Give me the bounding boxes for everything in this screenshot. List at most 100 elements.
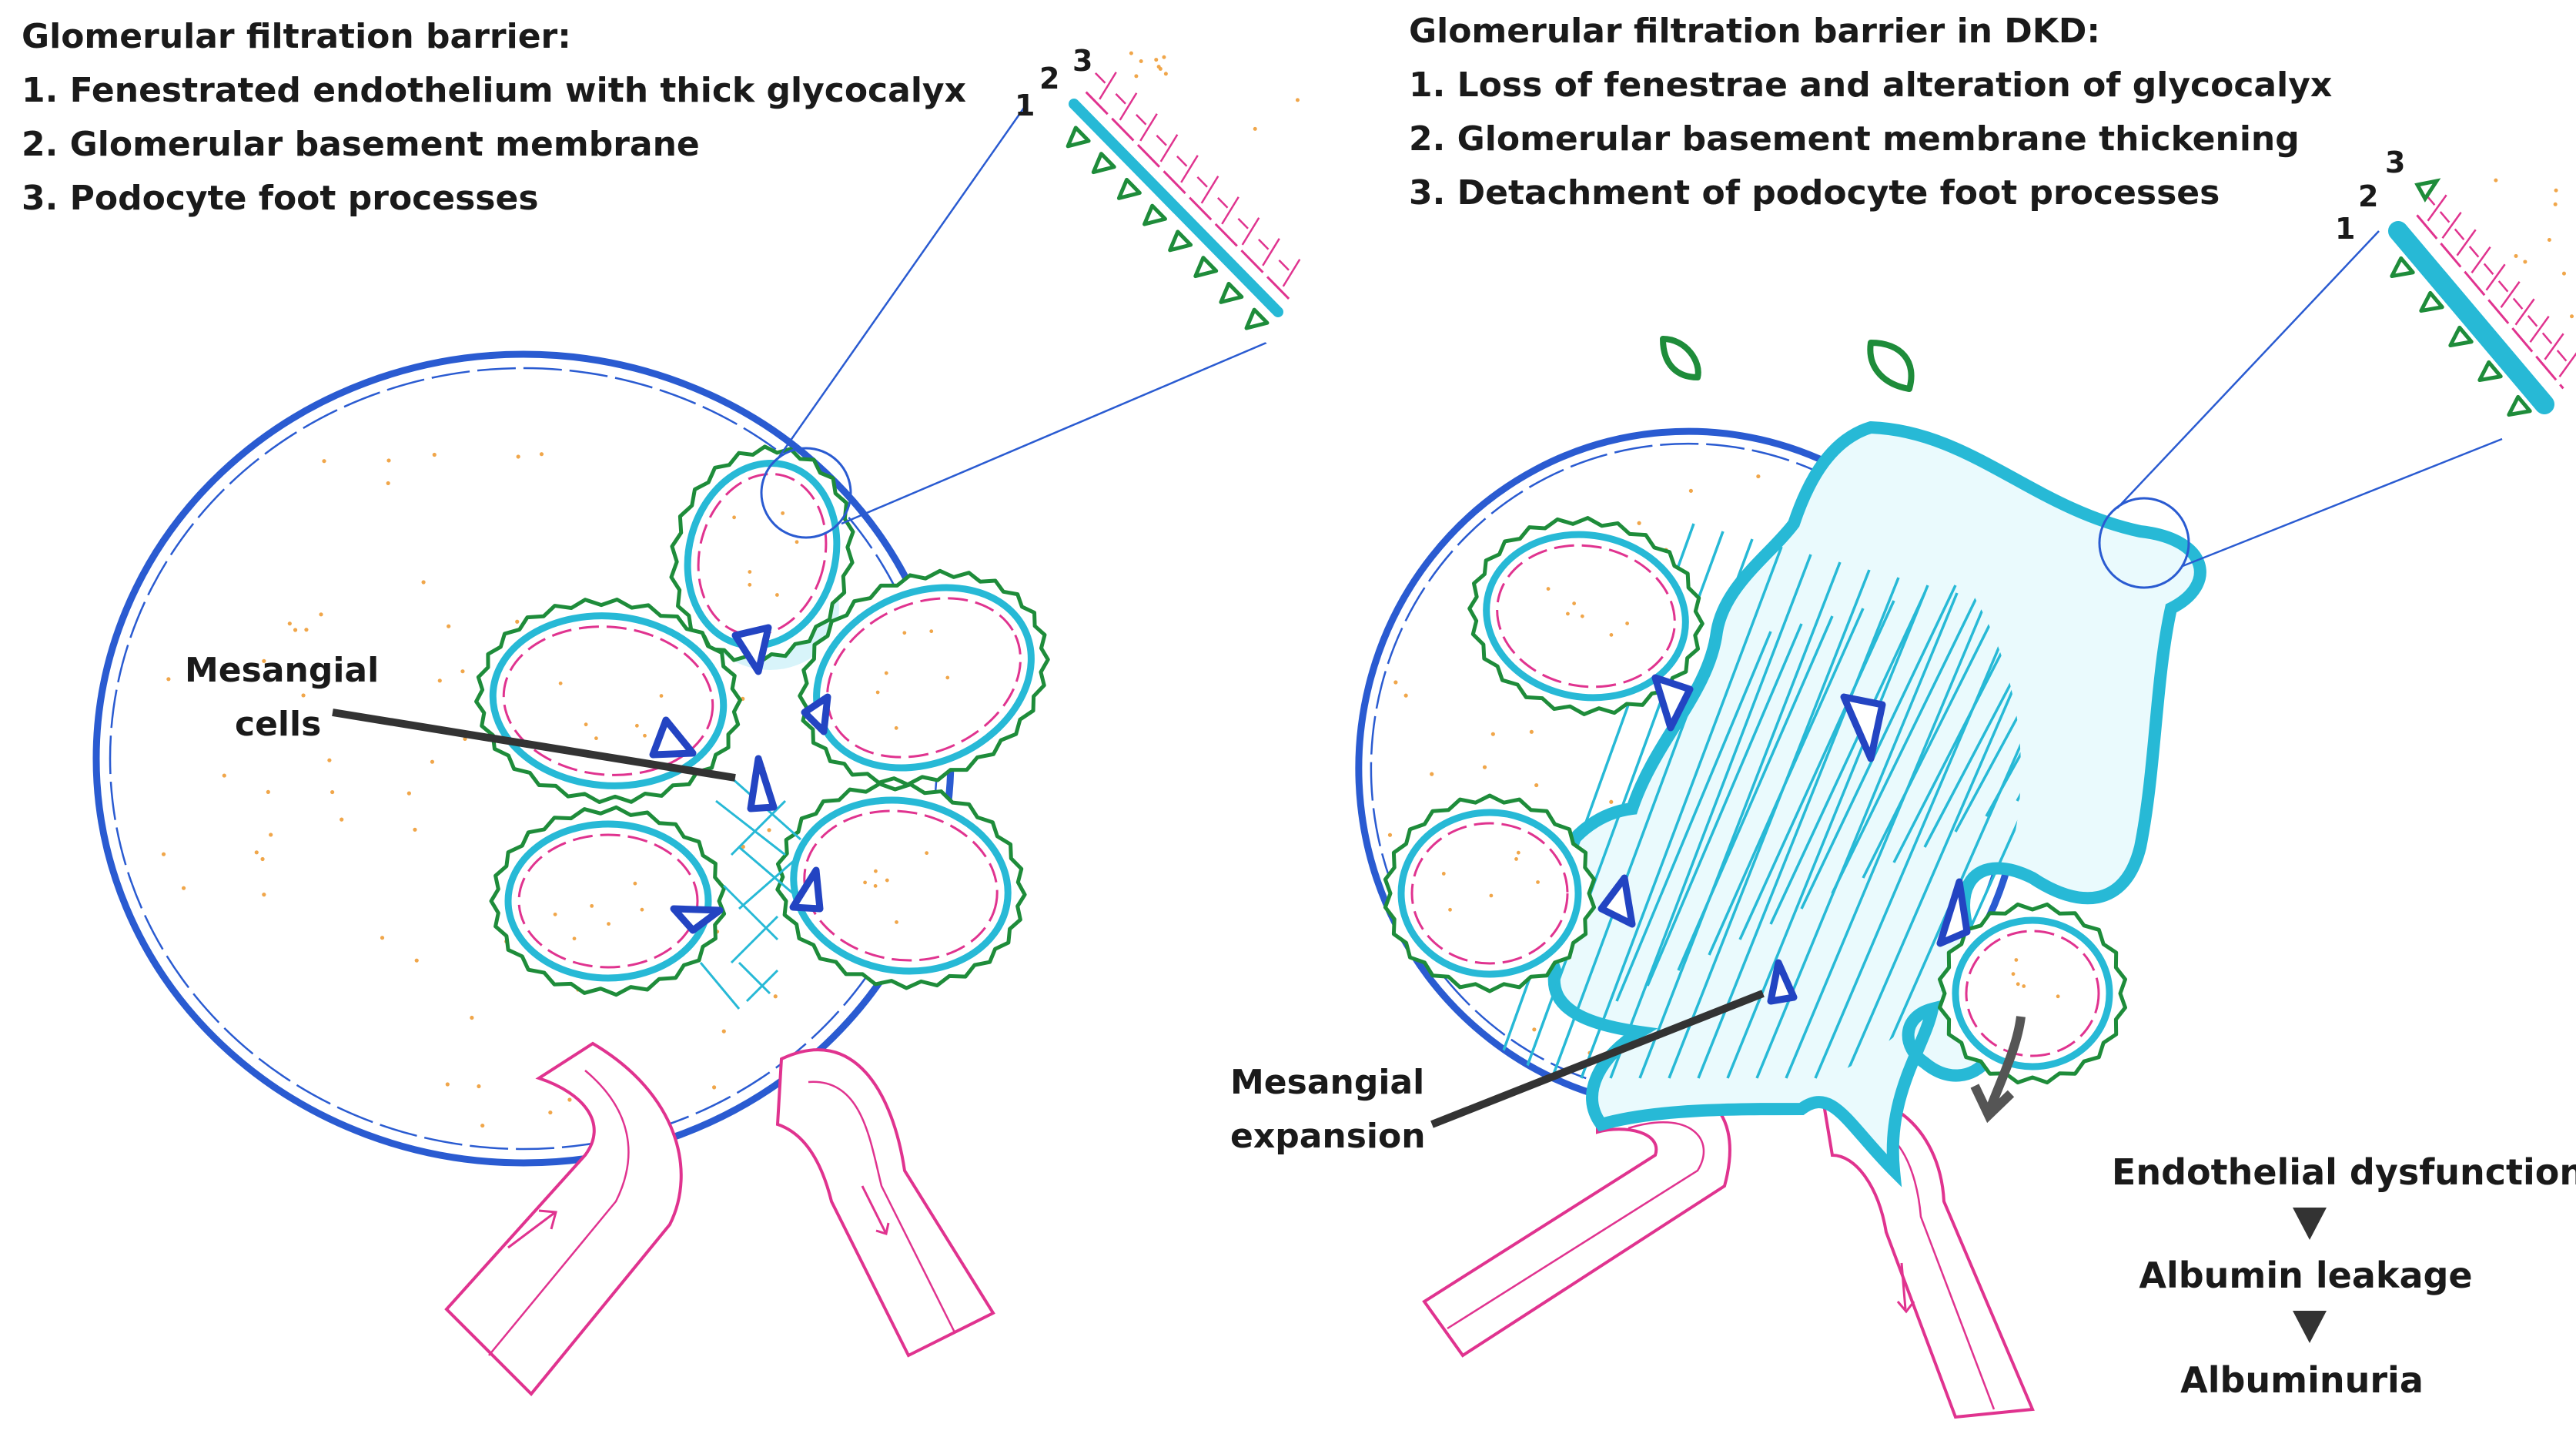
- right-leakage-arrow: [1986, 1016, 2026, 1111]
- hatch-line: [1646, 623, 1803, 987]
- dot: [413, 827, 417, 832]
- right-lobe-lower-left: [1383, 793, 1597, 993]
- dot: [340, 817, 344, 822]
- dot: [480, 1123, 485, 1128]
- dot: [1756, 474, 1761, 479]
- dot: [539, 452, 544, 457]
- dot: [1688, 488, 1693, 493]
- dot: [437, 678, 442, 683]
- dot: [319, 612, 323, 617]
- right-capillary-tuft: [1383, 420, 2206, 1188]
- left-lobe-lower-left: [489, 805, 727, 997]
- left-capillary-tuft: [474, 444, 1050, 1010]
- left-item-2: 2. Glomerular basement membrane: [22, 125, 700, 164]
- dot: [712, 1085, 717, 1090]
- dot: [721, 1029, 726, 1034]
- left-pointer-label-line1: Mesangial: [185, 651, 379, 690]
- right-heading: Glomerular filtration barrier in DKD:: [1409, 12, 2100, 51]
- dot: [301, 693, 306, 698]
- dot: [477, 1084, 481, 1089]
- left-mesangial-pointer: [332, 709, 736, 782]
- hatch-line: [1800, 585, 1957, 910]
- right-inset-number-3: 3: [2385, 146, 2405, 179]
- right-mesangial-pointer: [1430, 990, 1765, 1128]
- dot: [406, 791, 411, 796]
- right-mesangial-cells: [1597, 674, 1971, 1005]
- right-inset-number-2: 2: [2358, 179, 2378, 213]
- hatch-line: [1580, 546, 1783, 1079]
- hatch-line: [1551, 538, 1754, 1079]
- right-detached-podocytes: [1660, 336, 1915, 392]
- dot: [516, 454, 520, 459]
- dot: [269, 833, 273, 837]
- hatch-line: [1831, 577, 1988, 894]
- dot: [166, 677, 171, 682]
- hatch-line: [1985, 538, 2021, 817]
- dot: [1532, 1027, 1537, 1032]
- hatch-line: [1843, 615, 2021, 1079]
- dot: [767, 828, 771, 833]
- right-inset-barrier: [2388, 178, 2576, 417]
- flow-step-1: Endothelial dysfunction: [2112, 1151, 2576, 1193]
- dot: [254, 850, 259, 855]
- hatch-line: [1954, 546, 2021, 833]
- dot: [262, 893, 266, 897]
- dot: [293, 628, 298, 632]
- right-leakage-arrowhead: [1970, 1084, 2015, 1124]
- dot: [330, 789, 335, 795]
- left-flow-arrow-out: [861, 1185, 890, 1235]
- right-item-2: 2. Glomerular basement membrane thickeni…: [1409, 119, 2300, 159]
- dot: [460, 669, 465, 674]
- dot: [1529, 729, 1534, 734]
- flow-step-3: Albuminuria: [2180, 1359, 2424, 1401]
- hatch-line: [1769, 592, 1926, 925]
- right-lobe-lower-right: [1938, 902, 2127, 1085]
- dot: [447, 624, 451, 628]
- dot: [1637, 521, 1641, 525]
- dot: [414, 958, 419, 963]
- dot: [1430, 772, 1434, 776]
- left-inset: 1 2 3: [760, 44, 1301, 539]
- hatch-line: [1615, 631, 1772, 1002]
- dot: [322, 459, 326, 464]
- hatch-line: [1609, 554, 1812, 1079]
- dot: [741, 844, 745, 849]
- dot: [1490, 732, 1495, 736]
- left-heading: Glomerular filtration barrier:: [22, 17, 571, 56]
- dot: [262, 658, 266, 663]
- right-inset-number-1: 1: [2335, 212, 2355, 246]
- dot: [161, 852, 166, 856]
- hatch-line: [1668, 569, 1871, 1079]
- dot: [548, 1110, 553, 1115]
- dot: [432, 452, 437, 457]
- dot: [1393, 680, 1398, 685]
- left-item-3: 3. Podocyte foot processes: [22, 179, 539, 218]
- left-lobe-right: [798, 568, 1050, 787]
- left-inset-barrier: [1066, 51, 1301, 330]
- right-pointer-label-line1: Mesangial: [1230, 1063, 1424, 1102]
- right-lobe-upper-left: [1467, 516, 1705, 716]
- dot: [181, 886, 186, 890]
- hatch-line: [1872, 623, 2021, 1079]
- hatch-line: [1814, 608, 2017, 1079]
- left-mesangial-cells: [649, 624, 831, 934]
- left-lobe-top: [669, 444, 855, 665]
- dot: [380, 936, 385, 940]
- hatch-line: [1697, 577, 1900, 1079]
- left-inset-number-2: 2: [1039, 62, 1059, 95]
- flow-step-2: Albumin leakage: [2139, 1255, 2472, 1296]
- dot: [266, 789, 270, 795]
- hatch-line: [1923, 554, 2021, 848]
- dot: [567, 1097, 572, 1102]
- dot: [386, 458, 391, 463]
- left-inset-number-1: 1: [1015, 89, 1035, 122]
- left-panel: Glomerular filtration barrier: 1. Fenest…: [22, 17, 1301, 1396]
- dot: [1609, 799, 1614, 804]
- dot: [222, 773, 226, 778]
- right-item-3: 3. Detachment of podocyte foot processes: [1409, 173, 2220, 213]
- right-inset: 1 2 3: [2098, 146, 2576, 589]
- dot: [1403, 693, 1408, 698]
- right-arterioles: [1422, 1090, 2035, 1419]
- left-inset-number-3: 3: [1072, 44, 1092, 78]
